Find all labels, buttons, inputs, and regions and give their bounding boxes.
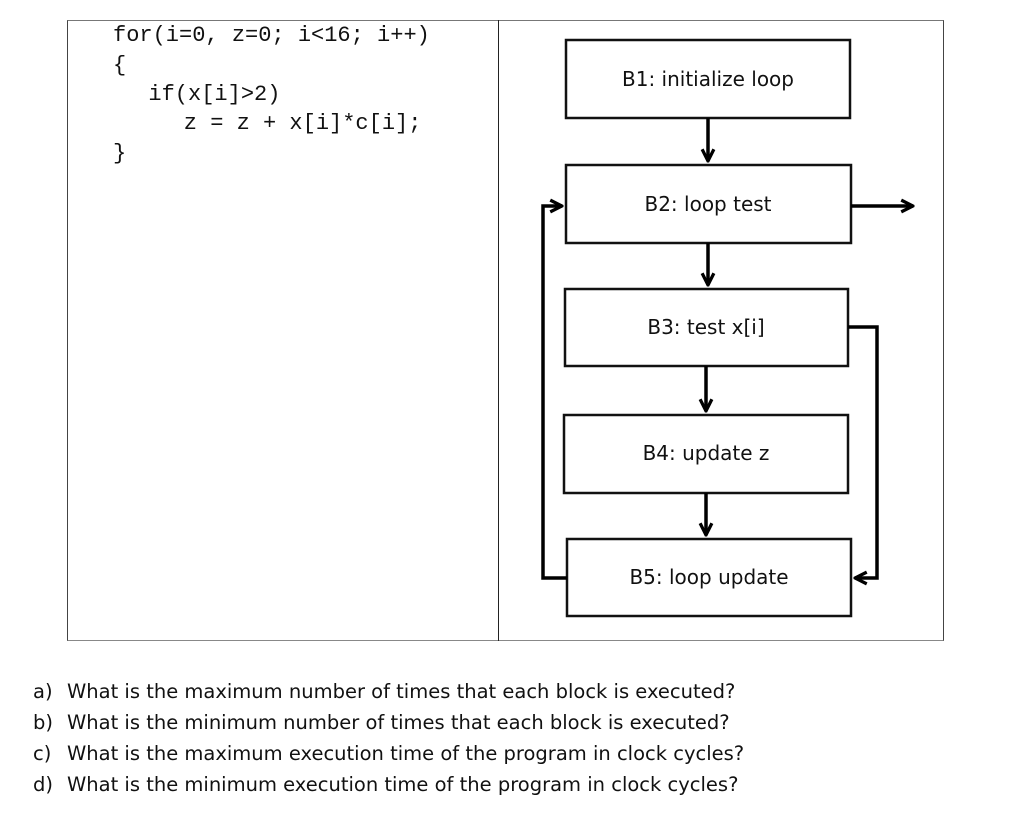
question-d: d) What is the minimum execution time of … <box>33 769 744 800</box>
question-letter: b) <box>33 711 53 734</box>
code-line: { <box>113 53 127 78</box>
question-a: a) What is the maximum number of times th… <box>33 676 744 707</box>
control-flow-graph: B1: initialize loop B2: loop test B3: te… <box>541 38 943 618</box>
question-letter: c) <box>33 742 52 765</box>
question-c: c) What is the maximum execution time of … <box>33 738 744 769</box>
code-line: if(x[i]>2) <box>122 82 281 107</box>
block-b3: B3: test x[i] <box>563 287 850 368</box>
code-line: for(i=0, z=0; i<16; i++) <box>113 23 430 48</box>
block-b2-label: B2: loop test <box>644 192 771 216</box>
question-text: What is the maximum number of times that… <box>67 680 736 703</box>
code-line: } <box>113 141 127 166</box>
edge-b3-b5 <box>848 325 879 578</box>
content-table <box>67 20 944 641</box>
question-list: a) What is the maximum number of times th… <box>33 676 744 800</box>
block-b5-label: B5: loop update <box>629 565 788 589</box>
block-b4: B4: update z <box>562 413 850 495</box>
block-b2: B2: loop test <box>564 163 853 245</box>
block-b1-label: B1: initialize loop <box>622 67 794 91</box>
question-text: What is the maximum execution time of th… <box>67 742 745 765</box>
block-b3-label: B3: test x[i] <box>647 315 764 339</box>
question-text: What is the minimum execution time of th… <box>67 773 739 796</box>
edge-b5-b2 <box>541 206 567 580</box>
question-letter: d) <box>33 773 53 796</box>
block-b4-label: B4: update z <box>643 441 770 465</box>
code-line: z = z + x[i]*c[i]; <box>131 111 422 136</box>
block-b5: B5: loop update <box>565 537 853 618</box>
question-letter: a) <box>33 680 53 703</box>
block-b1: B1: initialize loop <box>564 38 852 120</box>
table-divider <box>498 20 499 641</box>
question-b: b) What is the minimum number of times th… <box>33 707 744 738</box>
question-text: What is the minimum number of times that… <box>67 711 730 734</box>
